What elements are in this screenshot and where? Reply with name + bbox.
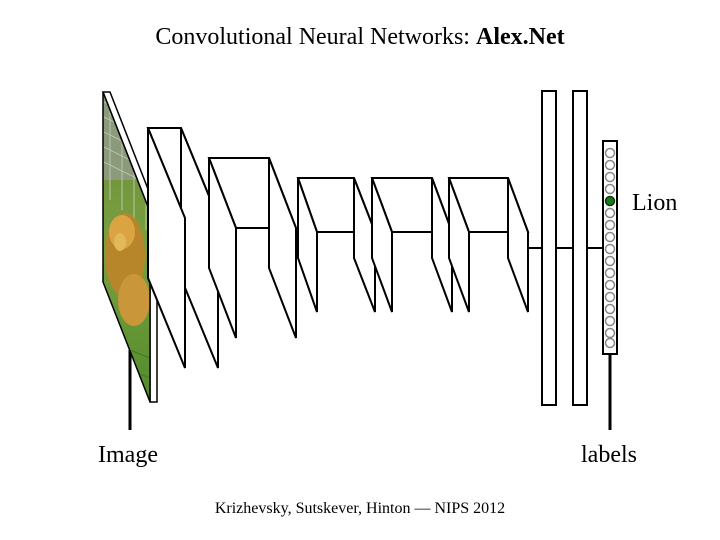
title-bold: Alex.Net bbox=[475, 24, 565, 50]
title-prefix: Convolutional Neural Networks: bbox=[155, 24, 476, 50]
conv1-block bbox=[146, 127, 220, 369]
conv4-block bbox=[370, 177, 454, 313]
lion-output-unit bbox=[604, 195, 616, 207]
output-layer bbox=[602, 140, 618, 355]
lion-label: Lion bbox=[632, 190, 678, 216]
fc7-layer bbox=[572, 90, 588, 406]
fc6-layer bbox=[541, 90, 557, 406]
conv5-block bbox=[447, 177, 530, 313]
conv3-block bbox=[296, 177, 377, 313]
output-units bbox=[604, 147, 616, 349]
slide-title: Convolutional Neural Networks: Alex.Net bbox=[0, 24, 720, 51]
citation: Krizhevsky, Sutskever, Hinton — NIPS 201… bbox=[214, 500, 506, 517]
conv2-block bbox=[207, 157, 298, 339]
labels-label: labels bbox=[581, 442, 637, 468]
image-label: Image bbox=[98, 442, 158, 468]
